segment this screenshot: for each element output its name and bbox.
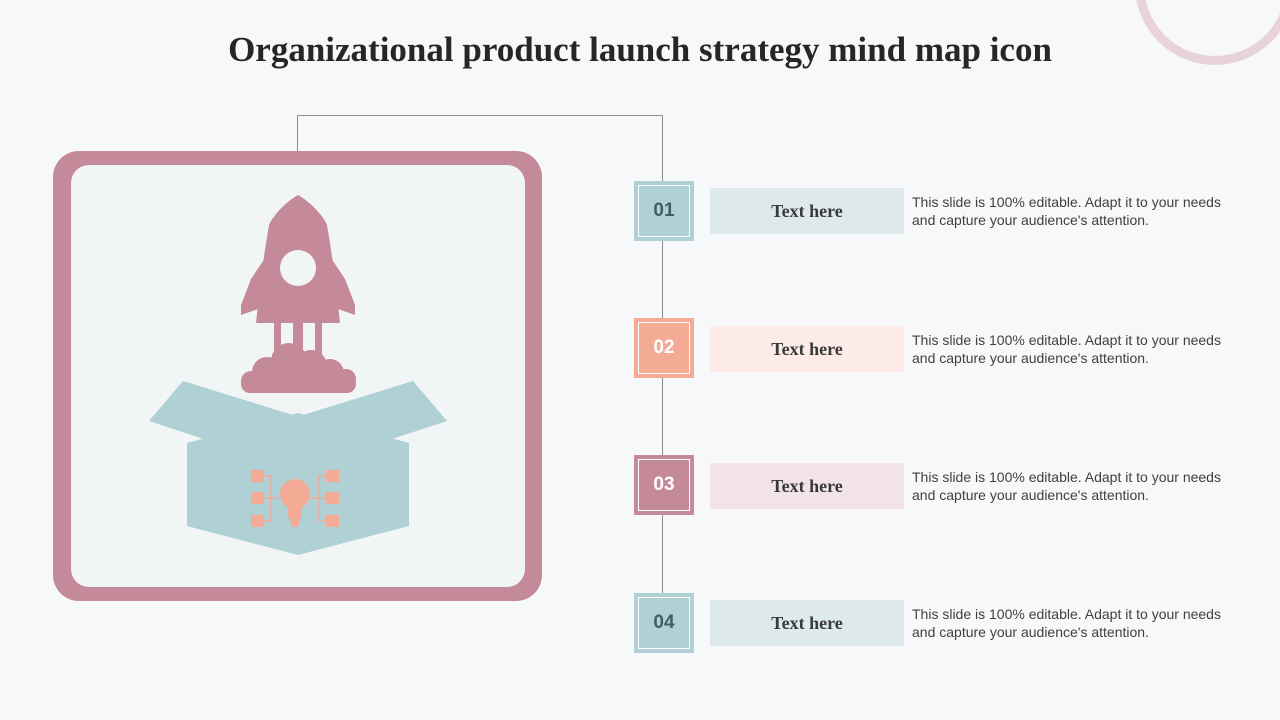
step-description-03: This slide is 100% editable. Adapt it to… xyxy=(912,469,1221,503)
connector-vertical-left xyxy=(297,115,298,152)
step-label-box-03: Text here xyxy=(710,463,904,509)
step-label-box-01: Text here xyxy=(710,188,904,234)
step-label-box-04: Text here xyxy=(710,600,904,646)
step-badge-03: 03 xyxy=(634,455,694,515)
step-number: 04 xyxy=(638,597,690,649)
rocket-launch-from-box-icon xyxy=(149,195,447,555)
step-label-box-02: Text here xyxy=(710,326,904,372)
rocket-window-inner xyxy=(287,257,309,279)
step-description-04: This slide is 100% editable. Adapt it to… xyxy=(912,606,1221,640)
connector-horizontal-top xyxy=(297,115,663,116)
open-box-icon xyxy=(149,381,447,555)
step-number: 01 xyxy=(638,185,690,237)
step-description-02: This slide is 100% editable. Adapt it to… xyxy=(912,332,1221,366)
step-number: 02 xyxy=(638,322,690,374)
cloud-icon xyxy=(241,343,356,393)
step-badge-01: 01 xyxy=(634,181,694,241)
step-description-01: This slide is 100% editable. Adapt it to… xyxy=(912,194,1221,228)
lightbulb-icon xyxy=(251,470,339,527)
step-number: 03 xyxy=(638,459,690,511)
slide-title: Organizational product launch strategy m… xyxy=(228,30,1052,69)
step-badge-04: 04 xyxy=(634,593,694,653)
step-badge-02: 02 xyxy=(634,318,694,378)
